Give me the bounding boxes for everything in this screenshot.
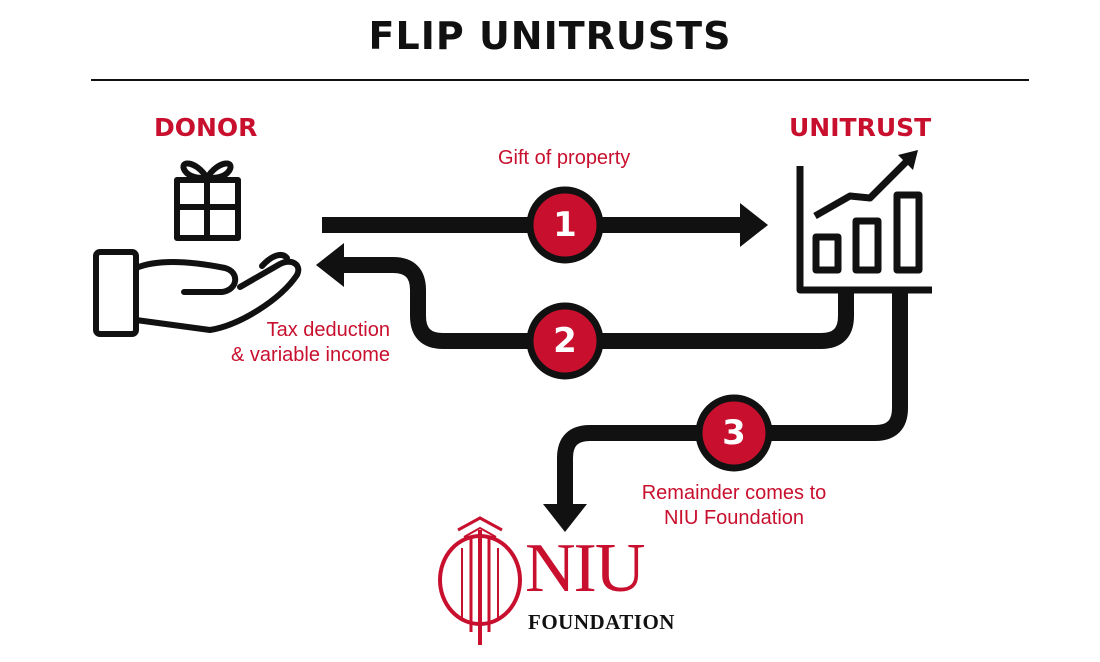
niu-logo-subtitle: FOUNDATION — [528, 610, 675, 634]
step-1-number: 1 — [553, 205, 577, 245]
step-3-label-line-1: Remainder comes to — [641, 482, 827, 504]
step-1-label: Gift of property — [498, 147, 631, 169]
step-3-label-line-2: NIU Foundation — [663, 507, 805, 529]
step-2-number: 2 — [553, 321, 577, 361]
step-3-label: Remainder comes to NIU Foundation — [620, 481, 848, 531]
step-2-label-line-2: & variable income — [231, 344, 390, 366]
gift-icon — [174, 160, 241, 241]
step-badge-1 — [526, 186, 604, 264]
edge-2-arrow — [316, 243, 854, 349]
step-2-label: Tax deduction & variable income — [170, 318, 390, 368]
step-3-number: 3 — [722, 413, 746, 453]
step-2-label-line-1: Tax deduction — [266, 319, 390, 341]
growth-arrow-head — [898, 150, 918, 170]
step-badge-2 — [526, 302, 604, 380]
growth-chart-icon — [796, 157, 932, 294]
unitrust-label: UNITRUST — [789, 113, 932, 142]
title-divider — [91, 79, 1029, 81]
niu-logo-name: NIU — [525, 530, 645, 607]
niu-logo-mark — [438, 516, 522, 645]
hand-icon — [93, 249, 302, 337]
page-title: FLIP UNITRUSTS — [368, 14, 732, 58]
step-badge-3 — [695, 394, 773, 472]
donor-label: DONOR — [154, 113, 258, 142]
